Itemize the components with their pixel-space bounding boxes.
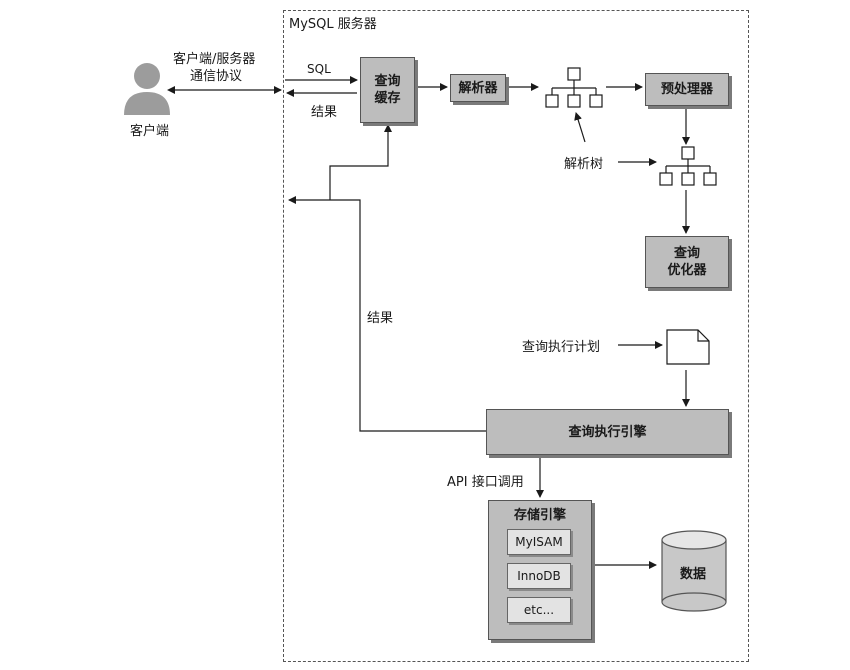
engine-innodb: InnoDB [507, 563, 571, 589]
optimizer-line1: 查询 [673, 246, 700, 261]
protocol-label-line2: 通信协议 [190, 69, 243, 84]
sql-label: SQL [307, 62, 331, 76]
result-label-top: 结果 [311, 105, 338, 120]
optimizer-line2: 优化器 [667, 263, 707, 278]
protocol-label-line1: 客户端/服务器 [173, 52, 256, 67]
client-person-icon [124, 63, 170, 115]
server-title: MySQL 服务器 [289, 17, 377, 32]
preprocessor-box: 预处理器 [645, 73, 729, 106]
parse-tree-pointer [574, 112, 586, 143]
client-label: 客户端 [130, 124, 170, 139]
query-cache-line2: 缓存 [374, 91, 401, 106]
parser-box: 解析器 [450, 74, 506, 102]
data-label: 数据 [680, 567, 707, 582]
query-cache-box: 查询 缓存 [360, 57, 415, 123]
result-label-left: 结果 [367, 311, 394, 326]
engine-etc: etc... [507, 597, 571, 623]
api-label: API 接口调用 [447, 475, 524, 490]
engine-myisam: MyISAM [507, 529, 571, 555]
data-cylinder [661, 530, 727, 612]
query-cache-line1: 查询 [374, 74, 401, 89]
result-return-path [288, 196, 486, 432]
cache-store-path [329, 124, 392, 200]
parse-tree-icon-1 [545, 67, 603, 108]
parse-tree-icon-2 [659, 146, 717, 186]
storage-engines-title: 存储引擎 [513, 508, 566, 523]
mysql-server-frame [283, 10, 749, 662]
exec-plan-label: 查询执行计划 [522, 340, 601, 355]
optimizer-box: 查询 优化器 [645, 236, 729, 288]
exec-plan-document-icon [666, 329, 710, 365]
execution-engine-box: 查询执行引擎 [486, 409, 729, 455]
parse-tree-label: 解析树 [564, 157, 604, 172]
